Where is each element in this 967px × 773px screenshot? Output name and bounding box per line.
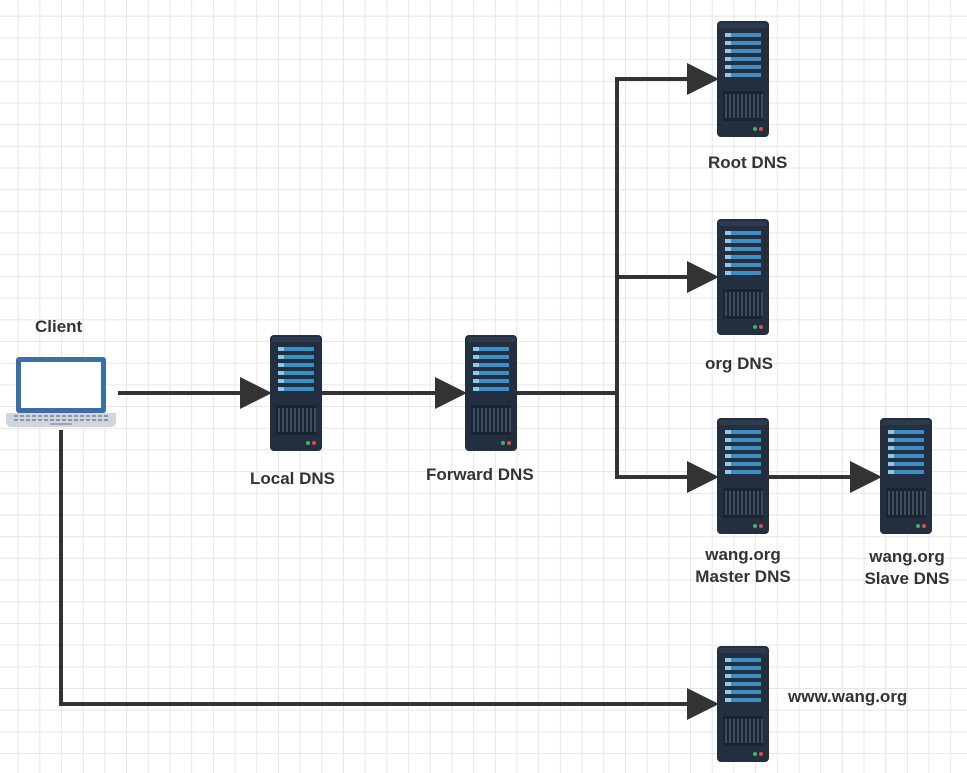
master-dns-label-line1: wang.org	[705, 545, 781, 564]
laptop-icon[interactable]	[6, 357, 116, 427]
root-dns-label: Root DNS	[708, 153, 788, 172]
master-dns-label-line2: Master DNS	[695, 567, 791, 586]
client-label: Client	[35, 317, 83, 336]
local-dns-server-icon[interactable]	[270, 335, 322, 451]
master-dns-server-icon[interactable]	[717, 418, 769, 534]
slave-dns-server-icon[interactable]	[880, 418, 932, 534]
local-dns-label: Local DNS	[250, 469, 336, 488]
master-dns-label: wang.org Master DNS	[678, 544, 808, 588]
forward-dns-label: Forward DNS	[426, 465, 534, 484]
org-dns-label: org DNS	[705, 354, 773, 373]
edge-forward-dns-root-dns	[517, 63, 719, 395]
root-dns-server-icon[interactable]	[717, 21, 769, 137]
www-label: www.wang.org	[788, 687, 908, 706]
org-dns-server-icon[interactable]	[717, 219, 769, 335]
edge-forward-dns-master-dns	[615, 393, 719, 493]
slave-dns-label: wang.org Slave DNS	[842, 546, 967, 590]
slave-dns-label-line1: wang.org	[869, 547, 945, 566]
edge-client-www	[59, 430, 719, 720]
www-server-icon[interactable]	[717, 646, 769, 762]
slave-dns-label-line2: Slave DNS	[864, 569, 950, 588]
forward-dns-server-icon[interactable]	[465, 335, 517, 451]
